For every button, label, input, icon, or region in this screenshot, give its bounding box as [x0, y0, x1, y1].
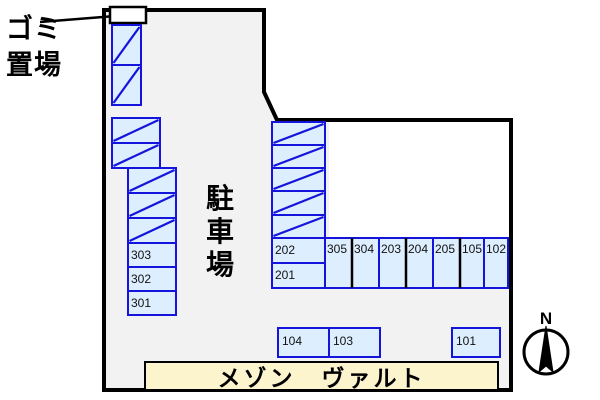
- left-stall-3-diagonal: [113, 119, 159, 142]
- left-stall-4-diagonal: [113, 144, 159, 167]
- left-stall-5: [127, 167, 177, 194]
- room-201-label: 201: [275, 268, 295, 282]
- room-302-label: 302: [131, 272, 151, 286]
- room-101[interactable]: 101: [451, 327, 501, 358]
- left-stall-5-diagonal: [129, 169, 175, 192]
- room-104-outline[interactable]: [277, 327, 330, 358]
- left-stall-2: [111, 64, 142, 106]
- parking-lot-label: 駐 車 場: [205, 182, 234, 281]
- room-101-outline[interactable]: [451, 327, 501, 358]
- room-203-label: 203: [381, 242, 401, 256]
- building-name-text: メゾン ヴァルト: [217, 366, 426, 392]
- room-101-label: 101: [456, 334, 476, 348]
- room-305-label: 305: [327, 242, 347, 256]
- site-right-gap: [329, 120, 509, 238]
- room-204-outline[interactable]: [405, 237, 434, 289]
- mid-stall-2-diagonal: [273, 145, 324, 168]
- room-203-outline[interactable]: [378, 237, 407, 289]
- left-stall-7-diagonal: [129, 219, 175, 242]
- left-stall-7: [127, 217, 177, 244]
- room-303[interactable]: 303: [127, 242, 177, 268]
- room-202[interactable]: 202: [271, 237, 326, 264]
- room-102[interactable]: 102: [483, 237, 509, 289]
- room-102-outline[interactable]: [483, 237, 509, 289]
- left-stall-1-diagonal: [112, 26, 141, 64]
- mid-stall-3-diagonal: [273, 168, 324, 191]
- room-104-label: 104: [282, 334, 302, 348]
- left-stall-6: [127, 192, 177, 219]
- room-204[interactable]: 204: [405, 237, 434, 289]
- room-104[interactable]: 104: [277, 327, 330, 358]
- garbage-box: [108, 5, 148, 25]
- room-202-outline[interactable]: [271, 237, 326, 264]
- room-302[interactable]: 302: [127, 266, 177, 292]
- room-103[interactable]: 103: [328, 327, 381, 358]
- room-301[interactable]: 301: [127, 290, 177, 316]
- room-301-label: 301: [131, 296, 151, 310]
- room-102-label: 102: [486, 242, 506, 256]
- compass-north-label: N: [539, 309, 553, 328]
- room-304-outline[interactable]: [351, 237, 380, 289]
- room-105-label: 105: [462, 242, 482, 256]
- room-301-outline[interactable]: [127, 290, 177, 316]
- room-201[interactable]: 201: [271, 262, 326, 289]
- mid-stall-3: [271, 167, 326, 192]
- building-name-banner: [144, 361, 499, 391]
- mid-stall-1-diagonal: [273, 122, 324, 145]
- room-304-label: 304: [354, 242, 374, 256]
- site-boundary-top-right: [277, 118, 513, 390]
- room-204-label: 204: [408, 242, 428, 256]
- left-stall-2-diagonal: [112, 66, 141, 104]
- room-303-outline[interactable]: [127, 242, 177, 268]
- left-stall-1: [111, 24, 142, 66]
- compass-needle-icon: [538, 325, 554, 374]
- mid-stall-4-diagonal: [273, 191, 324, 215]
- left-stall-6-diagonal: [129, 194, 175, 217]
- room-205-label: 205: [435, 242, 455, 256]
- mid-stall-5-diagonal: [273, 215, 324, 238]
- room-103-label: 103: [333, 334, 353, 348]
- room-202-label: 202: [275, 243, 295, 257]
- garbage-area-label: ゴミ 置場: [6, 14, 62, 81]
- room-303-label: 303: [131, 248, 151, 262]
- room-203[interactable]: 203: [378, 237, 407, 289]
- room-103-outline[interactable]: [328, 327, 381, 358]
- room-304[interactable]: 304: [351, 237, 380, 289]
- room-201-outline[interactable]: [271, 262, 326, 289]
- left-stall-3: [111, 117, 161, 144]
- mid-stall-4: [271, 190, 326, 216]
